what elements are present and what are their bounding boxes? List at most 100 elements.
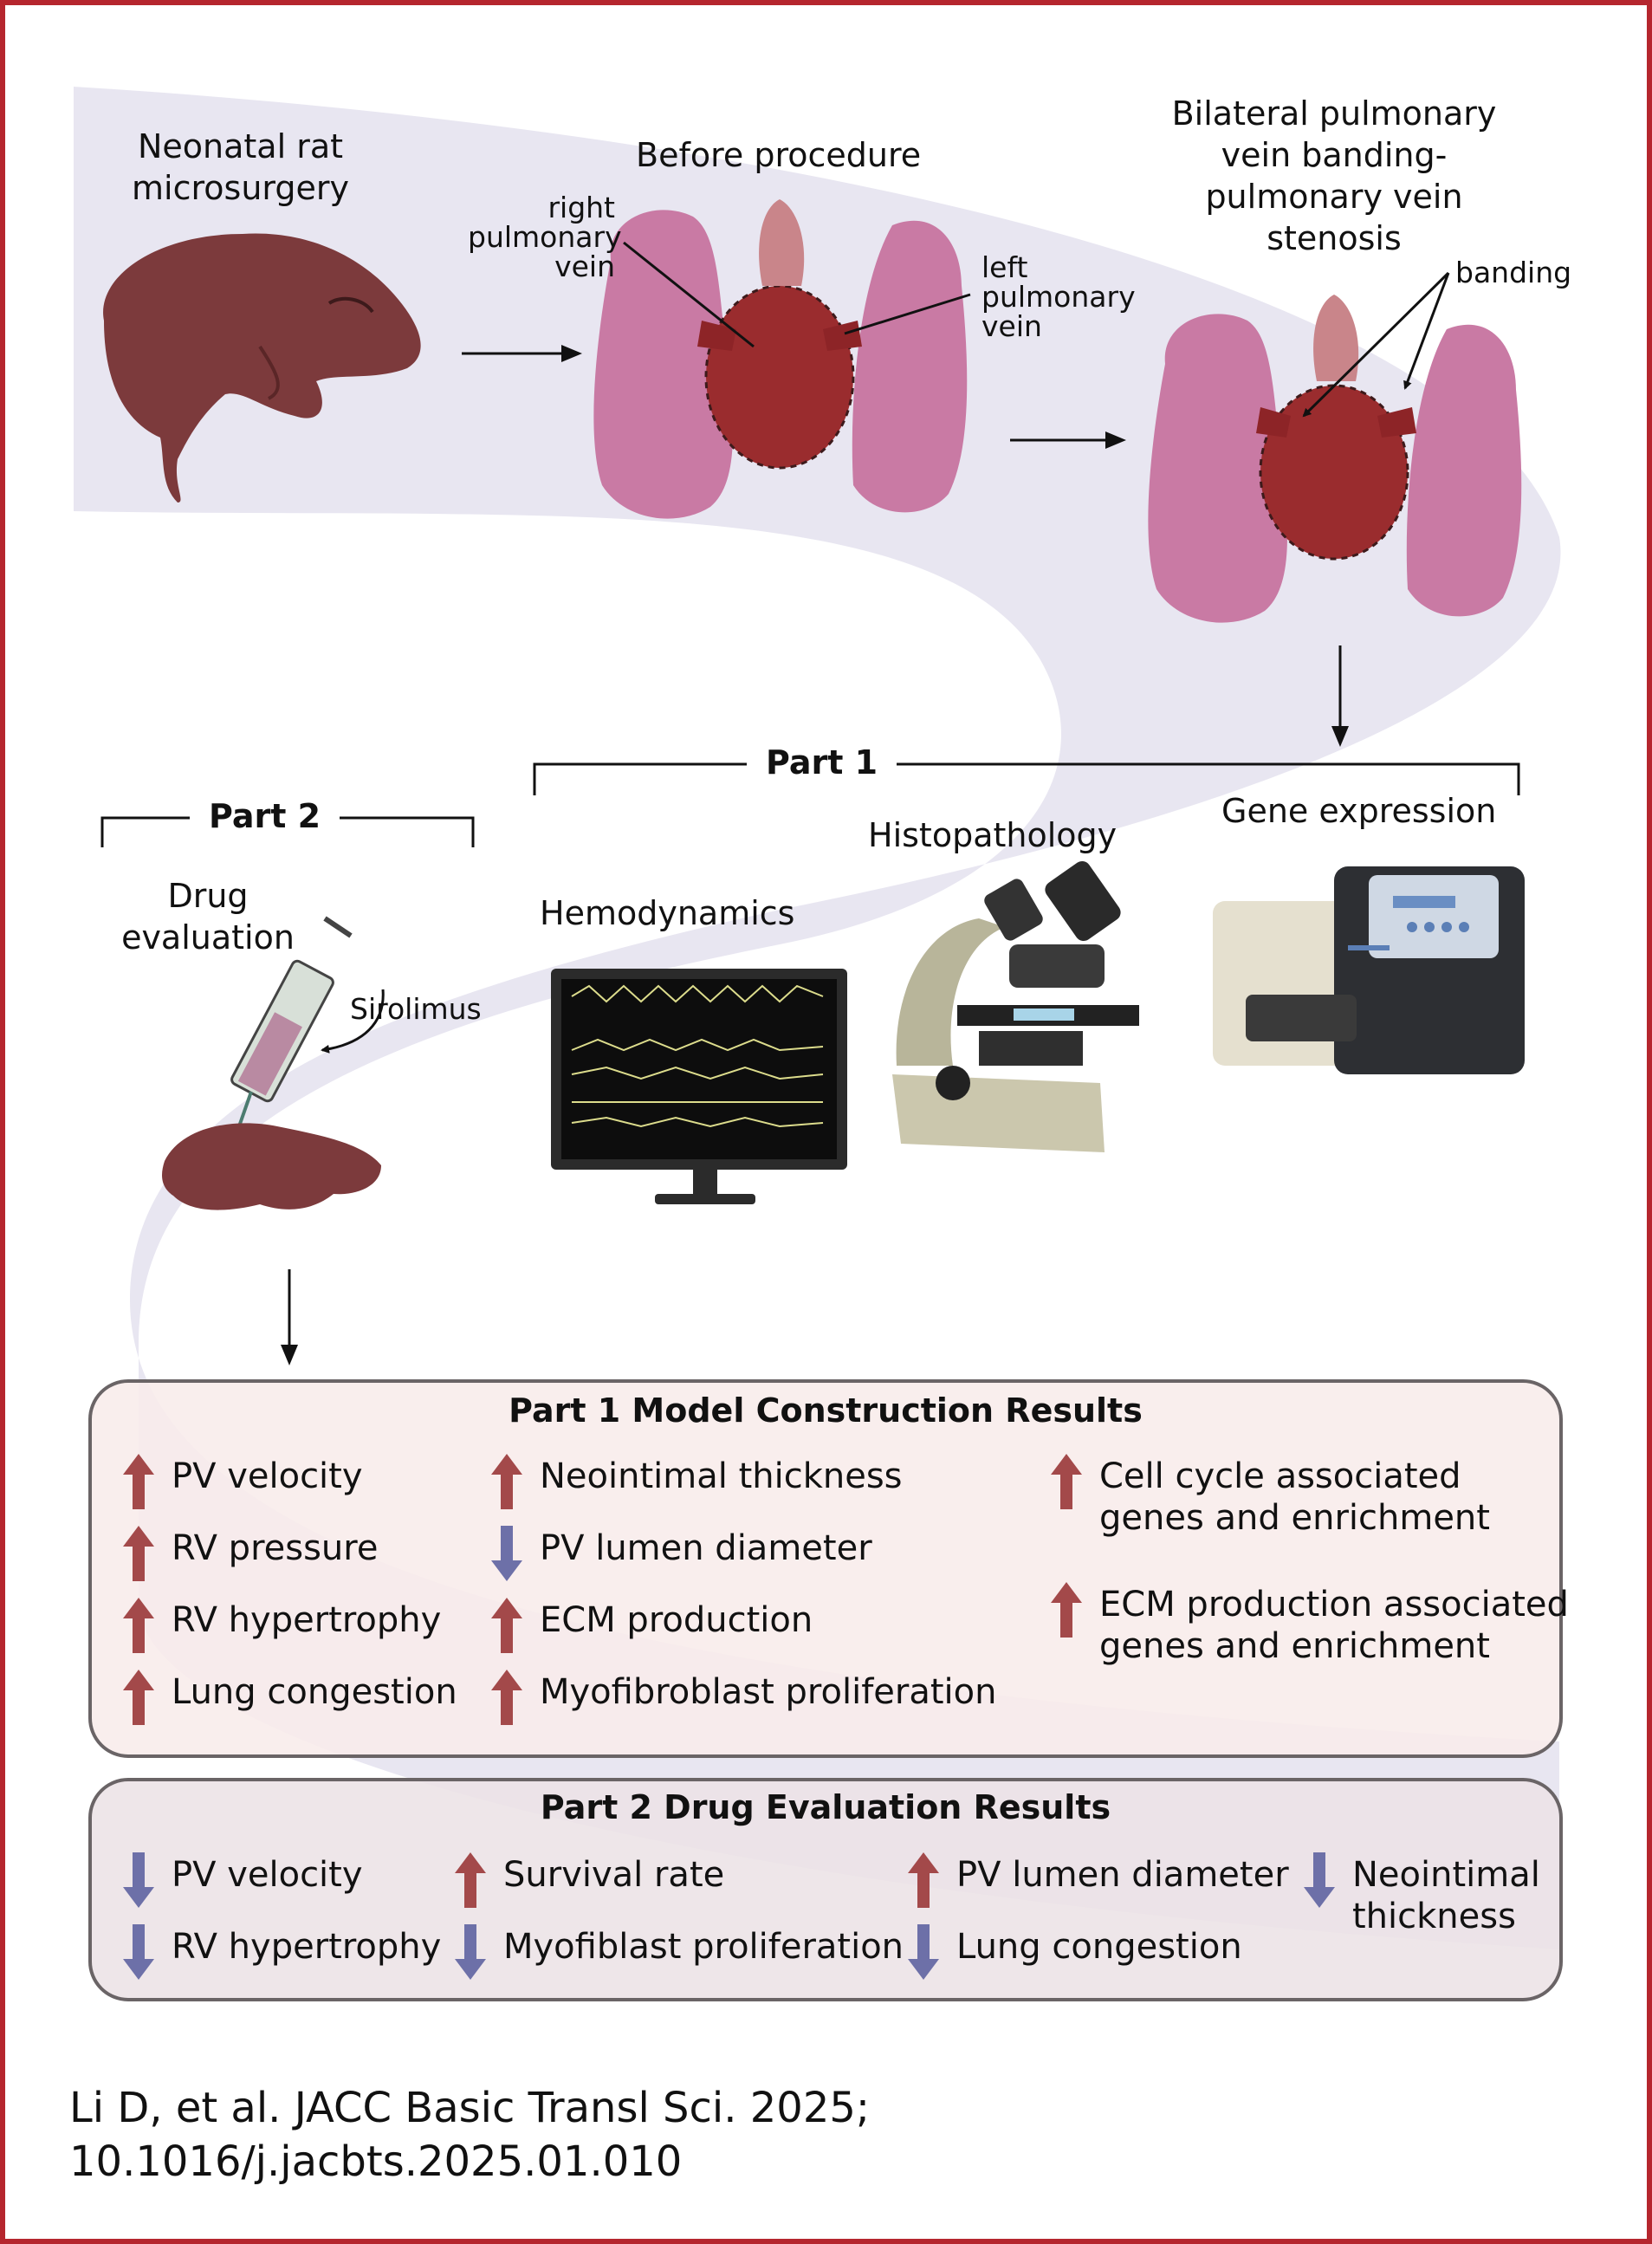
result-rv-pressure: RV pressure <box>123 1526 379 1591</box>
up-arrow-icon <box>491 1598 522 1653</box>
drug-result-myofiblast-proliferation: Myofiblast proliferation <box>455 1924 904 1989</box>
drug-title-line-2: evaluation <box>121 918 295 957</box>
up-arrow-icon <box>491 1454 522 1509</box>
result-label: RV hypertrophy <box>172 1600 442 1640</box>
result-label: ECM production <box>540 1600 813 1640</box>
microscope-illustration <box>892 860 1139 1152</box>
result-rv-hypertrophy: RV hypertrophy <box>123 1598 442 1663</box>
up-arrow-icon <box>455 1852 495 1917</box>
drug-result-pv-velocity: PV velocity <box>123 1852 363 1917</box>
down-arrow-icon <box>455 1924 495 1989</box>
up-arrow-icon <box>123 1598 163 1663</box>
result-label: Lung congestion <box>956 1927 1242 1967</box>
rat-title: Neonatal rat microsurgery <box>104 126 377 209</box>
result-neointimal-thickness: Neointimal thickness <box>491 1454 903 1519</box>
drug-result-rv-hypertrophy: RV hypertrophy <box>123 1924 442 1989</box>
up-arrow-icon <box>908 1852 939 1908</box>
down-arrow-icon <box>123 1924 154 1980</box>
up-arrow-icon <box>491 1670 522 1725</box>
citation-line-1: Li D, et al. JACC Basic Transl Sci. 2025… <box>69 2084 871 2132</box>
result-label: Survival rate <box>503 1855 725 1895</box>
result-label: PV lumen diameter <box>540 1528 872 1568</box>
right-vein-pointer <box>623 241 755 348</box>
syringe-injection-illustration <box>162 916 385 1210</box>
result-label: PV velocity <box>172 1456 363 1496</box>
result-label-line-2: thickness <box>1352 1897 1516 1936</box>
right-vein-line-2: pulmonary <box>468 220 622 254</box>
result-label: RV pressure <box>172 1528 379 1568</box>
down-arrow-icon <box>908 1924 948 1989</box>
part1-header: Part 1 <box>747 742 897 783</box>
after-title-line-2: vein banding- <box>1221 136 1448 174</box>
drug-results-title: Part 2 Drug Evaluation Results <box>540 1788 1111 1826</box>
banding-pointer-left <box>1302 271 1450 418</box>
left-pulmonary-vein-label: left pulmonary vein <box>981 253 1136 341</box>
hemodynamics-label: Hemodynamics <box>540 894 795 932</box>
down-arrow-icon <box>1304 1852 1335 1908</box>
down-arrow-icon <box>123 1924 163 1989</box>
drug-title-line-1: Drug <box>167 877 249 915</box>
drug-result-pv-lumen-diameter: PV lumen diameter <box>908 1852 1289 1917</box>
neonatal-rat-illustration <box>103 233 421 503</box>
hemodynamics-monitor-illustration <box>551 969 847 1204</box>
drug-result-survival-rate: Survival rate <box>455 1852 725 1917</box>
result-label: Myofiblast proliferation <box>503 1927 904 1967</box>
result-label: Lung congestion <box>172 1672 457 1712</box>
up-arrow-icon <box>1051 1582 1091 1647</box>
left-vein-line-2: pulmonary <box>981 280 1136 314</box>
left-vein-line-3: vein <box>981 309 1042 343</box>
drug-result-lung-congestion: Lung congestion <box>908 1924 1242 1989</box>
model-construction-results-panel: Part 1 Model Construction Results <box>88 1379 1563 1758</box>
model-results-title: Part 1 Model Construction Results <box>509 1391 1143 1430</box>
down-arrow-icon <box>491 1526 531 1591</box>
result-label: RV hypertrophy <box>172 1927 442 1967</box>
up-arrow-icon <box>123 1526 163 1591</box>
after-title-line-3: pulmonary vein <box>1205 178 1463 216</box>
result-label: PV velocity <box>172 1855 363 1895</box>
result-label: Neointimal thickness <box>540 1456 903 1496</box>
gene-expression-label: Gene expression <box>1221 792 1497 830</box>
right-vein-line-1: right <box>547 191 615 224</box>
up-arrow-icon <box>1051 1454 1082 1509</box>
down-arrow-icon <box>491 1526 522 1581</box>
result-label-line-1: Neointimal <box>1352 1855 1540 1895</box>
lungs-before-illustration <box>593 199 968 519</box>
sirolimus-label: Sirolimus <box>350 992 482 1026</box>
down-arrow-icon <box>455 1924 486 1980</box>
after-procedure-title: Bilateral pulmonary vein banding- pulmon… <box>1143 93 1525 259</box>
up-arrow-icon <box>491 1454 531 1519</box>
after-title-line-4: stenosis <box>1267 219 1402 257</box>
right-pulmonary-vein-label: right pulmonary vein <box>468 191 622 282</box>
up-arrow-icon <box>455 1852 486 1908</box>
result-myofibroblast-proliferation: Myofibroblast proliferation <box>491 1670 997 1735</box>
rat-title-line-2: microsurgery <box>132 169 349 207</box>
result-label: Myofibroblast proliferation <box>540 1672 997 1712</box>
up-arrow-icon <box>123 1454 154 1509</box>
citation-line-2: 10.1016/j.jacbts.2025.01.010 <box>69 2137 683 2186</box>
down-arrow-icon <box>123 1852 163 1917</box>
part2-header: Part 2 <box>190 795 340 837</box>
result-pv-lumen-diameter: PV lumen diameter <box>491 1526 872 1591</box>
histopathology-label: Histopathology <box>868 816 1118 854</box>
result-label-line-1: ECM production associated <box>1099 1585 1569 1625</box>
lungs-after-illustration <box>1148 295 1522 623</box>
up-arrow-icon <box>123 1598 154 1653</box>
after-title-line-1: Bilateral pulmonary <box>1171 94 1497 133</box>
up-arrow-icon <box>908 1852 948 1917</box>
result-lung-congestion: Lung congestion <box>123 1670 457 1735</box>
result-label-line-2: genes and enrichment <box>1099 1498 1490 1538</box>
citation: Li D, et al. JACC Basic Transl Sci. 2025… <box>69 2081 870 2189</box>
up-arrow-icon <box>491 1598 531 1663</box>
drug-evaluation-title: Drug evaluation <box>104 875 312 958</box>
left-vein-line-1: left <box>981 250 1028 284</box>
before-procedure-title: Before procedure <box>636 136 922 174</box>
up-arrow-icon <box>123 1670 163 1735</box>
up-arrow-icon <box>123 1526 154 1581</box>
